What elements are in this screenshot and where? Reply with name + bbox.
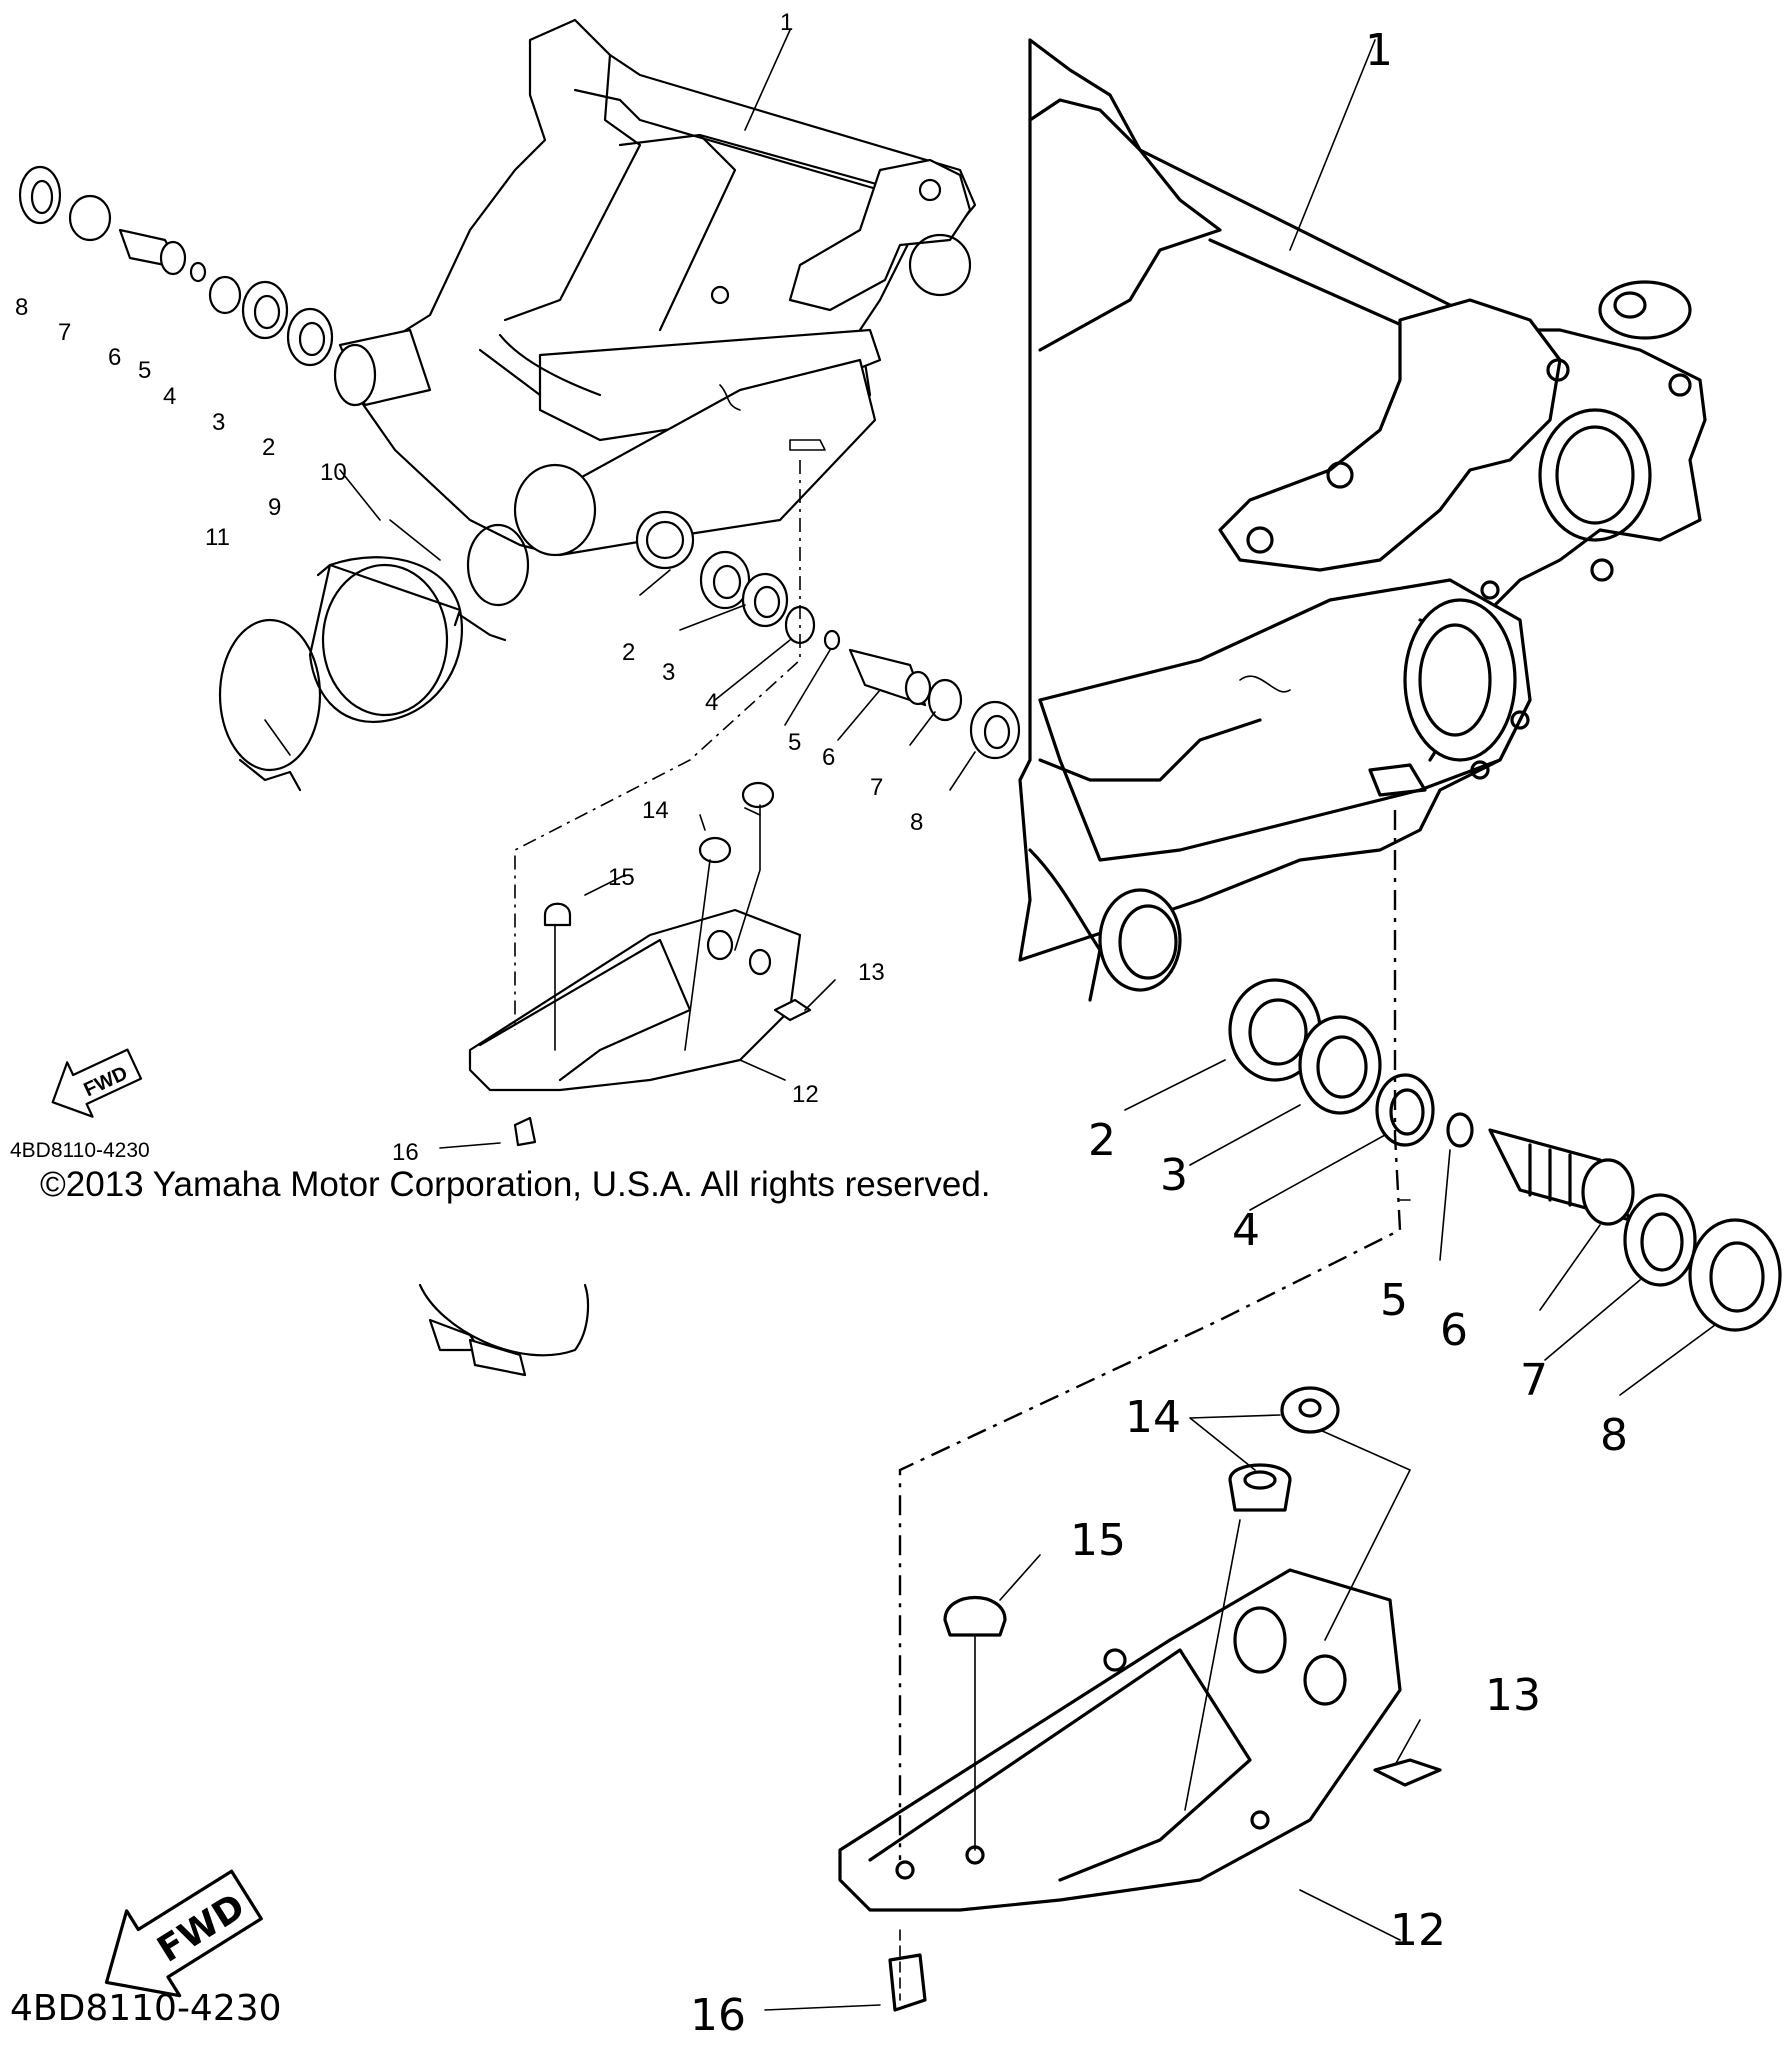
swingarm-large [1018, 38, 1707, 1002]
callout-16-small: 16 [392, 1139, 419, 1166]
callout-3-large: 3 [1160, 1150, 1188, 1201]
callout-12-large: 12 [1390, 1905, 1446, 1956]
guide-line-large [898, 810, 1402, 1860]
callout-7b-small: 7 [870, 774, 883, 801]
callout-14-large: 14 [1125, 1392, 1181, 1443]
copyright-notice: ©2013 Yamaha Motor Corporation, U.S.A. A… [40, 1165, 991, 1204]
callout-7-small: 7 [58, 319, 71, 346]
callout-7-large: 7 [1520, 1355, 1548, 1406]
callout-9-small: 9 [268, 494, 281, 521]
small-diagram: 1 8 7 6 5 4 3 2 10 9 11 2 3 4 5 6 7 8 14… [10, 9, 1021, 1166]
leaders-right-large [1124, 1059, 1716, 1396]
part-code-small: 4BD8110-4230 [10, 1139, 150, 1162]
leader-1-large [1289, 39, 1376, 251]
callout-5b-small: 5 [788, 729, 801, 756]
large-diagram: 1 2 3 4 5 6 7 8 14 15 13 12 16 FWD 4BD81… [10, 25, 1782, 2041]
callout-8b-small: 8 [910, 809, 923, 836]
pointer-lines-large [974, 1199, 1411, 1851]
fwd-arrow-large: FWD [104, 1869, 263, 1998]
callout-11-small: 11 [205, 524, 230, 551]
leaders-right-small [639, 569, 976, 791]
boot-clamp-small [218, 523, 530, 792]
guard-large [838, 1386, 1442, 2012]
callout-8-small: 8 [15, 294, 28, 321]
callout-6-large: 6 [1440, 1305, 1468, 1356]
callout-2-small: 2 [262, 434, 275, 461]
callout-12-small: 12 [792, 1081, 819, 1108]
callout-6b-small: 6 [822, 744, 835, 771]
callout-3b-small: 3 [662, 659, 675, 686]
guard-small [468, 781, 812, 1147]
callout-15-large: 15 [1070, 1515, 1126, 1566]
callout-6-small: 6 [108, 344, 121, 371]
leaders-guard-small [439, 807, 836, 1149]
callout-5-small: 5 [138, 357, 151, 384]
swingarm-small [333, 18, 977, 570]
callout-16-large: 16 [690, 1990, 746, 2041]
part-code-large: 4BD8110-4230 [10, 1988, 282, 2029]
callout-5-large: 5 [1380, 1275, 1408, 1326]
guide-line-small [514, 460, 801, 1030]
callout-4-large: 4 [1232, 1205, 1260, 1256]
clamp-fragment [418, 1283, 590, 1377]
callout-8-large: 8 [1600, 1410, 1628, 1461]
callout-4b-small: 4 [705, 689, 718, 716]
callout-13-small: 13 [858, 959, 885, 986]
callout-2-large: 2 [1088, 1115, 1116, 1166]
callout-1-large: 1 [1365, 25, 1393, 76]
right-part-stack-small [699, 550, 1021, 760]
callout-14-small: 14 [642, 797, 669, 824]
callout-10-small: 10 [320, 459, 347, 486]
leaders-guard-large [764, 1414, 1421, 2011]
callout-3-small: 3 [212, 409, 225, 436]
callout-13-large: 13 [1485, 1670, 1541, 1721]
left-part-stack [18, 165, 334, 367]
callout-4-small: 4 [163, 383, 176, 410]
right-part-stack-large [1228, 978, 1782, 1332]
callout-2b-small: 2 [622, 639, 635, 666]
pointer-lines-small [554, 804, 761, 1051]
callout-15-small: 15 [608, 864, 635, 891]
fwd-arrow-small: FWD [51, 1048, 143, 1118]
callout-1-small: 1 [780, 9, 793, 36]
leaders-boot-small [264, 469, 441, 756]
